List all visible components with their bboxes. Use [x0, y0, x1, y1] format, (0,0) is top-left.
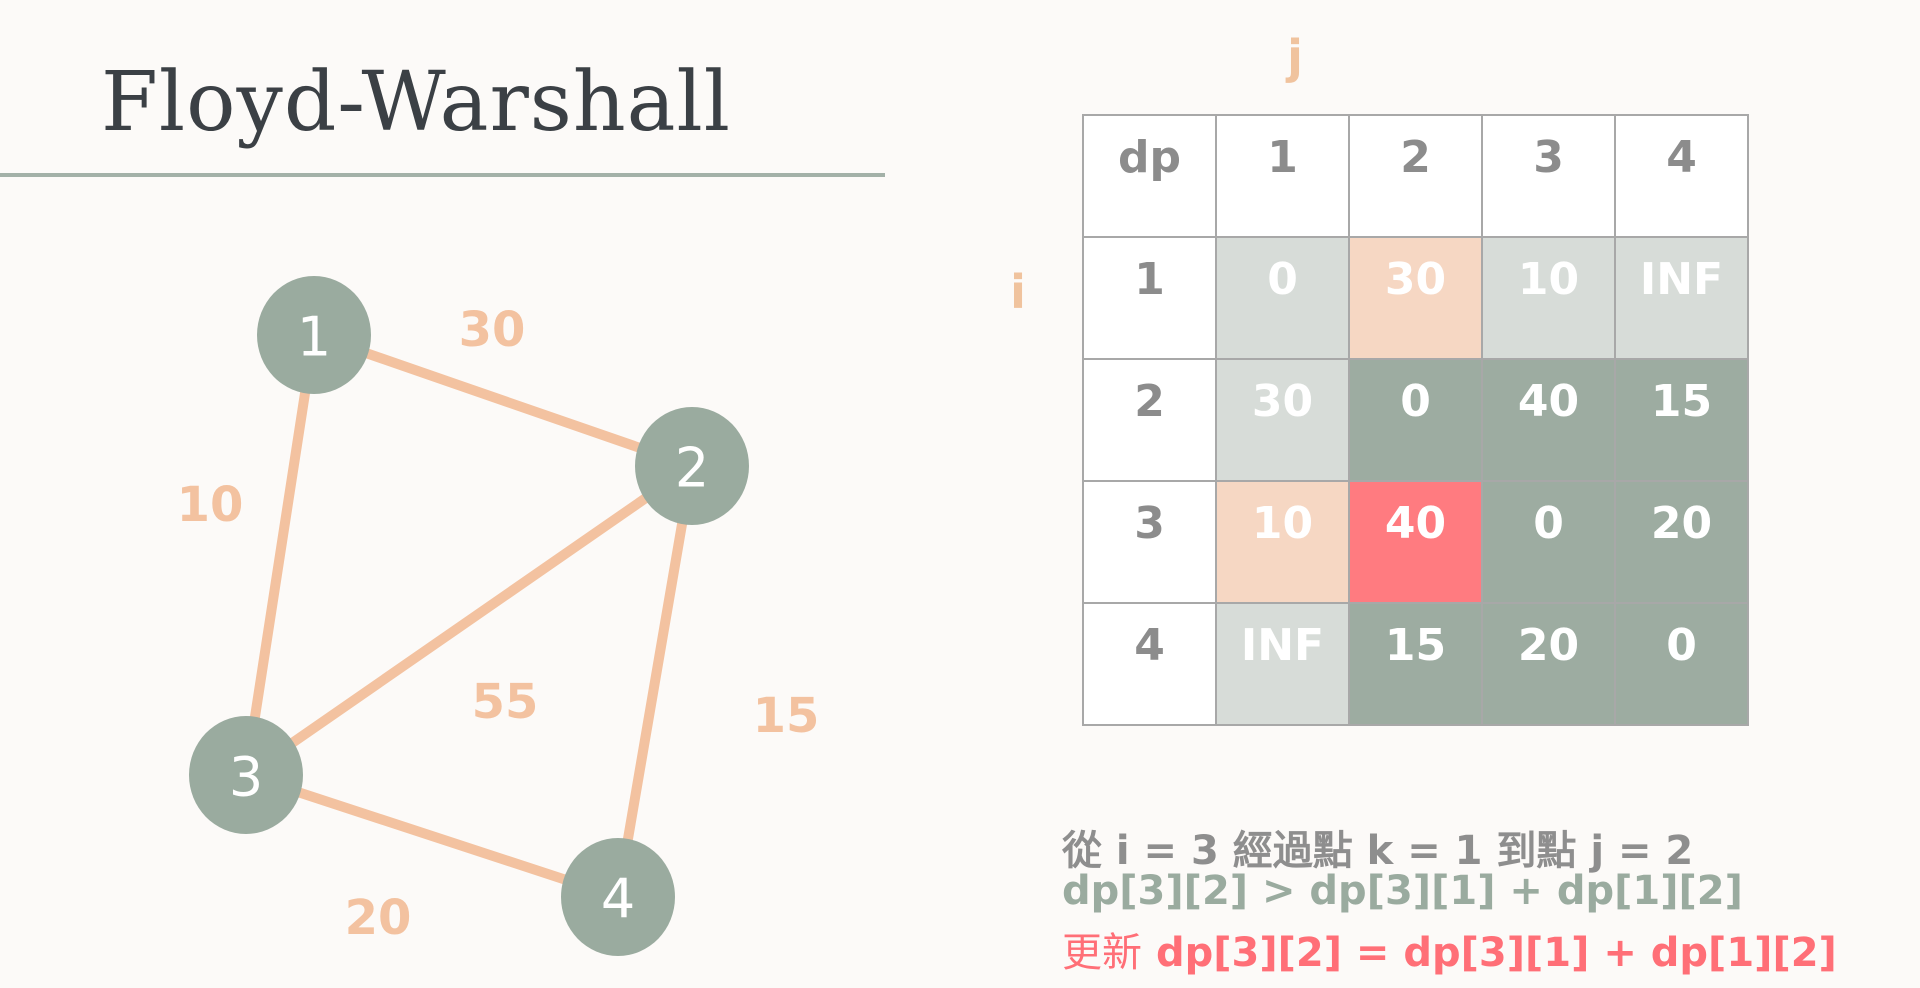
cell-4-4: 0 [1614, 602, 1749, 726]
axis-i-label: i [1010, 265, 1026, 319]
edge-weight-1-3: 10 [177, 477, 244, 533]
row-header-4: 4 [1082, 602, 1217, 726]
matrix-header-row: dp 1 2 3 4 [1082, 114, 1749, 238]
matrix-row-1: 1 0 30 10 INF [1082, 236, 1749, 360]
cell-3-4: 20 [1614, 480, 1749, 604]
node-3-label: 3 [229, 746, 263, 809]
edge-1-2 [309, 330, 697, 471]
col-header-2: 2 [1348, 114, 1483, 238]
edge-2-3 [241, 461, 697, 780]
matrix-row-2: 2 30 0 40 15 [1082, 358, 1749, 482]
col-header-1: 1 [1215, 114, 1350, 238]
col-header-4: 4 [1614, 114, 1749, 238]
edge-3-4 [241, 770, 623, 902]
edge-weight-3-4: 20 [345, 890, 412, 946]
node-2-label: 2 [675, 437, 709, 500]
cell-1-2: 30 [1348, 236, 1483, 360]
description-line-3: 更新 dp[3][2] = dp[3][1] + dp[1][2] [1062, 920, 1837, 978]
cell-4-3: 20 [1481, 602, 1616, 726]
description-line-1: 從 i = 3 經過點 k = 1 到點 j = 2 [1062, 828, 1694, 874]
edge-weight-2-4: 15 [753, 688, 820, 744]
cell-3-3: 0 [1481, 480, 1616, 604]
edge-2-4 [613, 461, 697, 902]
matrix-row-3: 3 10 40 0 20 [1082, 480, 1749, 604]
cell-1-4: INF [1614, 236, 1749, 360]
edge-weight-1-2: 30 [459, 302, 526, 358]
edge-weight-2-3: 55 [472, 674, 539, 730]
matrix-row-4: 4 INF 15 20 0 [1082, 602, 1749, 726]
node-4: 4 [561, 838, 675, 956]
cell-3-1: 10 [1215, 480, 1350, 604]
cell-2-3: 40 [1481, 358, 1616, 482]
cell-1-1: 0 [1215, 236, 1350, 360]
matrix-corner: dp [1082, 114, 1217, 238]
cell-3-2: 40 [1348, 480, 1483, 604]
node-1-label: 1 [297, 306, 331, 369]
node-4-label: 4 [601, 868, 635, 931]
cell-4-2: 15 [1348, 602, 1483, 726]
cell-2-2: 0 [1348, 358, 1483, 482]
col-header-3: 3 [1481, 114, 1616, 238]
row-header-3: 3 [1082, 480, 1217, 604]
node-3: 3 [189, 716, 303, 834]
axis-j-label: j [1287, 30, 1303, 84]
row-header-1: 1 [1082, 236, 1217, 360]
edge-1-3 [241, 330, 319, 780]
cell-1-3: 10 [1481, 236, 1616, 360]
cell-4-1: INF [1215, 602, 1350, 726]
description-line-2: dp[3][2] > dp[3][1] + dp[1][2] [1062, 868, 1743, 914]
page-title: Floyd-Warshall [101, 55, 732, 150]
node-2: 2 [635, 407, 749, 525]
update-prefix: 更新 [1062, 930, 1142, 976]
cell-2-1: 30 [1215, 358, 1350, 482]
row-header-2: 2 [1082, 358, 1217, 482]
update-expression: dp[3][2] = dp[3][1] + dp[1][2] [1155, 930, 1837, 976]
dp-matrix: dp 1 2 3 4 1 0 30 10 INF 2 30 0 40 15 3 … [1082, 114, 1749, 726]
cell-2-4: 15 [1614, 358, 1749, 482]
title-divider [0, 173, 885, 177]
graph-diagram: 30 10 55 15 20 1 2 3 4 [177, 276, 820, 956]
node-1: 1 [257, 276, 371, 394]
